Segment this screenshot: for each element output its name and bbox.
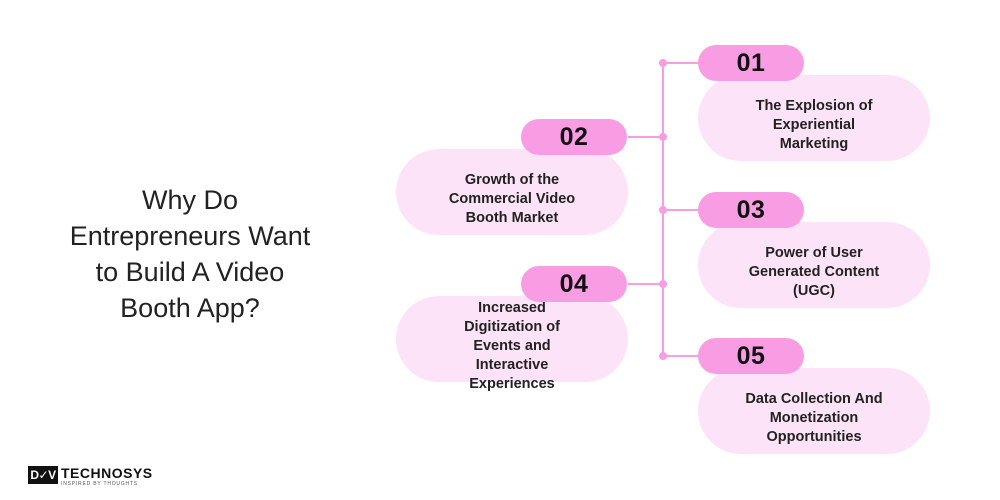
step-card: Power of User Generated Content (UGC) bbox=[698, 222, 930, 308]
timeline-node-05 bbox=[659, 352, 667, 360]
timeline-node-03 bbox=[659, 206, 667, 214]
step-card: The Explosion of Experiential Marketing bbox=[698, 75, 930, 161]
step-number-badge: 01 bbox=[698, 45, 804, 81]
company-logo: D✓V TECHNOSYS INSPIRED BY THOUGHTS bbox=[28, 464, 178, 492]
step-number-badge: 04 bbox=[521, 266, 627, 302]
step-number-badge: 05 bbox=[698, 338, 804, 374]
timeline-node-01 bbox=[659, 59, 667, 67]
step-card: Increased Digitization of Events and Int… bbox=[396, 296, 628, 392]
title-line-4: Booth App? bbox=[120, 293, 260, 323]
title-line-2: Entrepreneurs Want bbox=[69, 221, 311, 251]
step-card: Data Collection And Monetization Opportu… bbox=[698, 368, 930, 454]
step-number-badge: 02 bbox=[521, 119, 627, 155]
title-line-3: to Build A Video bbox=[95, 257, 285, 287]
timeline-node-02 bbox=[659, 133, 667, 141]
timeline-node-04 bbox=[659, 280, 667, 288]
step-card: Growth of the Commercial Video Booth Mar… bbox=[396, 149, 628, 235]
title-line-1: Why Do bbox=[141, 185, 239, 215]
logo-brand: TECHNOSYS bbox=[61, 465, 153, 481]
logo-mark: D✓V bbox=[28, 466, 58, 484]
logo-tagline: INSPIRED BY THOUGHTS bbox=[61, 481, 138, 487]
page-title: Why Do Entrepreneurs Want to Build A Vid… bbox=[40, 182, 340, 326]
step-number-badge: 03 bbox=[698, 192, 804, 228]
